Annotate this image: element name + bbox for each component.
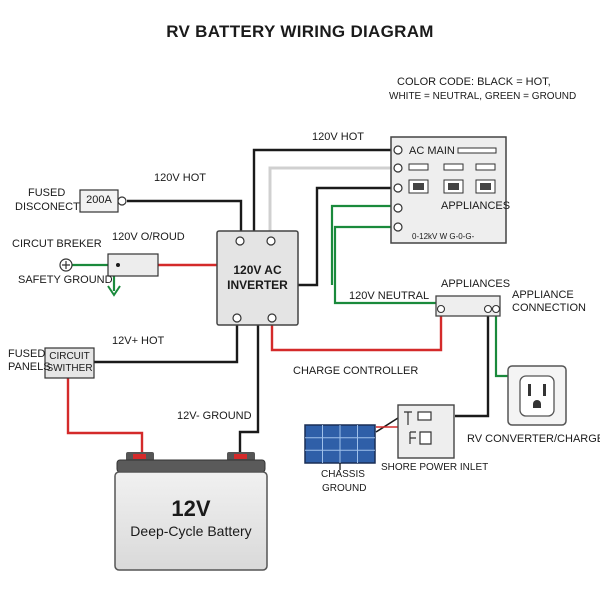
- fused-disconnect-label-2: DISCONECT: [15, 201, 80, 213]
- fused-disconnect-label-1: FUSED: [28, 187, 66, 199]
- black-hot-wires: [94, 148, 490, 452]
- breaker-switches: [408, 179, 496, 194]
- chassis-label-2: GROUND: [322, 483, 367, 494]
- appliance-connection-label-2: CONNECTION: [512, 302, 586, 314]
- hot-120v-top-label: 120V HOT: [312, 131, 364, 143]
- white-neutral-wire: [268, 166, 394, 234]
- main-breaker-bar: [457, 147, 497, 154]
- fused-panels-label-1: FUSED: [8, 348, 46, 360]
- bus-terminals: [436, 304, 501, 314]
- breaker-slot: [408, 163, 429, 171]
- solar-link-wire: [375, 417, 399, 433]
- page-title: RV BATTERY WIRING DIAGRAM: [166, 22, 434, 41]
- circuit-switcher-box: [44, 347, 95, 379]
- hot-120v-left-label: 120V HOT: [154, 172, 206, 184]
- inverter-label-1: 120V AC: [233, 263, 282, 277]
- inverter-terminals: [232, 236, 277, 323]
- ground-arrow-icon: [107, 285, 121, 297]
- plus-hot-label: 12V+ HOT: [112, 335, 165, 347]
- solar-panel-icon: [304, 424, 376, 464]
- green-ground-wires: [66, 204, 509, 378]
- circuit-switcher-label-1: CIRCUIT: [49, 351, 90, 362]
- panel-code-label: 0-12kV W G-0-G-: [412, 232, 475, 241]
- circuit-breaker-box: [107, 253, 159, 277]
- red-positive-wires: [66, 263, 443, 452]
- fused-panels-label-2: PANELS: [8, 361, 51, 373]
- safety-ground-label: SAFETY GROUND: [18, 274, 113, 286]
- color-code-line-1: COLOR CODE: BLACK = HOT,: [397, 76, 551, 88]
- circuit-breaker-label: CIRCUT BREKER: [12, 238, 102, 250]
- charge-controller-label: CHARGE CONTROLLER: [293, 365, 419, 377]
- appliances-panel-label: APPLIANCES: [441, 200, 511, 212]
- hot-ground-label: 120V O/ROUD: [112, 231, 185, 243]
- fuse-rating: 200A: [86, 194, 112, 206]
- circuit-switcher-label-2: SWITHER: [46, 363, 93, 374]
- ac-main-label: AC MAIN: [409, 145, 455, 157]
- chassis-label-1: CHASSIS: [321, 469, 365, 480]
- inverter-label-2: INVERTER: [227, 278, 288, 292]
- color-code-line-2: WHITE = NEUTRAL, GREEN = GROUND: [389, 91, 577, 102]
- inverter-box: [216, 230, 299, 326]
- appliance-connection-label-1: APPLIANCE: [512, 289, 574, 301]
- fuse-terminal: [117, 196, 127, 206]
- breaker-slot: [443, 163, 464, 171]
- plus-sign-icon: [62, 261, 70, 269]
- rv-converter-label: RV CONVERTER/CHARGER: [467, 433, 600, 445]
- battery-type: Deep-Cycle Battery: [130, 523, 252, 539]
- appliances-label: APPLIANCES: [441, 278, 511, 290]
- battery: [114, 452, 268, 571]
- wall-outlet-icon: [507, 365, 567, 426]
- neutral-120v-label: 120V NEUTRAL: [349, 290, 430, 302]
- breaker-dot: [116, 263, 120, 267]
- battery-voltage: 12V: [171, 496, 211, 521]
- ac-panel-terminals: [393, 145, 403, 232]
- appliances-bus: [435, 295, 501, 317]
- minus-ground-label: 12V- GROUND: [177, 410, 252, 422]
- inlet-contacts-icon: [404, 411, 432, 445]
- shore-power-label: SHORE POWER INLET: [381, 462, 489, 473]
- breaker-slot: [475, 163, 496, 171]
